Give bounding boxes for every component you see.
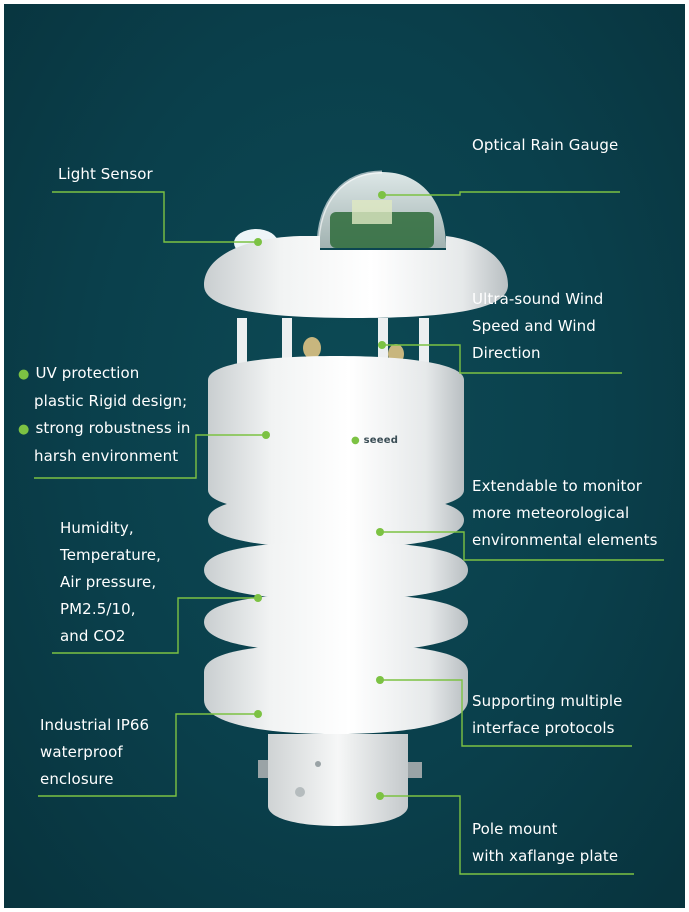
radiation-shield — [204, 494, 468, 734]
label-interface-protocols: Supporting multiple interface protocols — [472, 692, 623, 737]
label-optical-rain-gauge: Optical Rain Gauge — [472, 136, 619, 154]
ultrasound-transducer — [303, 337, 321, 359]
brand-logo: ● seeed — [351, 435, 399, 446]
leader-lines — [34, 191, 664, 875]
label-uv-protection: ●UV protection plastic Rigid design; ●st… — [18, 364, 191, 465]
label-pole-mount: Pole mount with xaflange plate — [472, 820, 619, 865]
label-ip66-enclosure: Industrial IP66 waterproof enclosure — [40, 716, 150, 788]
label-extendable: Extendable to monitor more meteorologica… — [472, 477, 658, 549]
pole-mount — [258, 734, 422, 826]
anchor-dots — [254, 191, 386, 800]
label-humidity-sensors: Humidity, Temperature, Air pressure, PM2… — [60, 519, 161, 645]
main-housing — [208, 356, 464, 514]
rain-gauge-dome — [316, 170, 446, 249]
top-cap — [204, 236, 508, 318]
label-ultrasound-wind: Ultra-sound Wind Speed and Wind Directio… — [472, 290, 604, 362]
label-light-sensor: Light Sensor — [58, 165, 153, 183]
